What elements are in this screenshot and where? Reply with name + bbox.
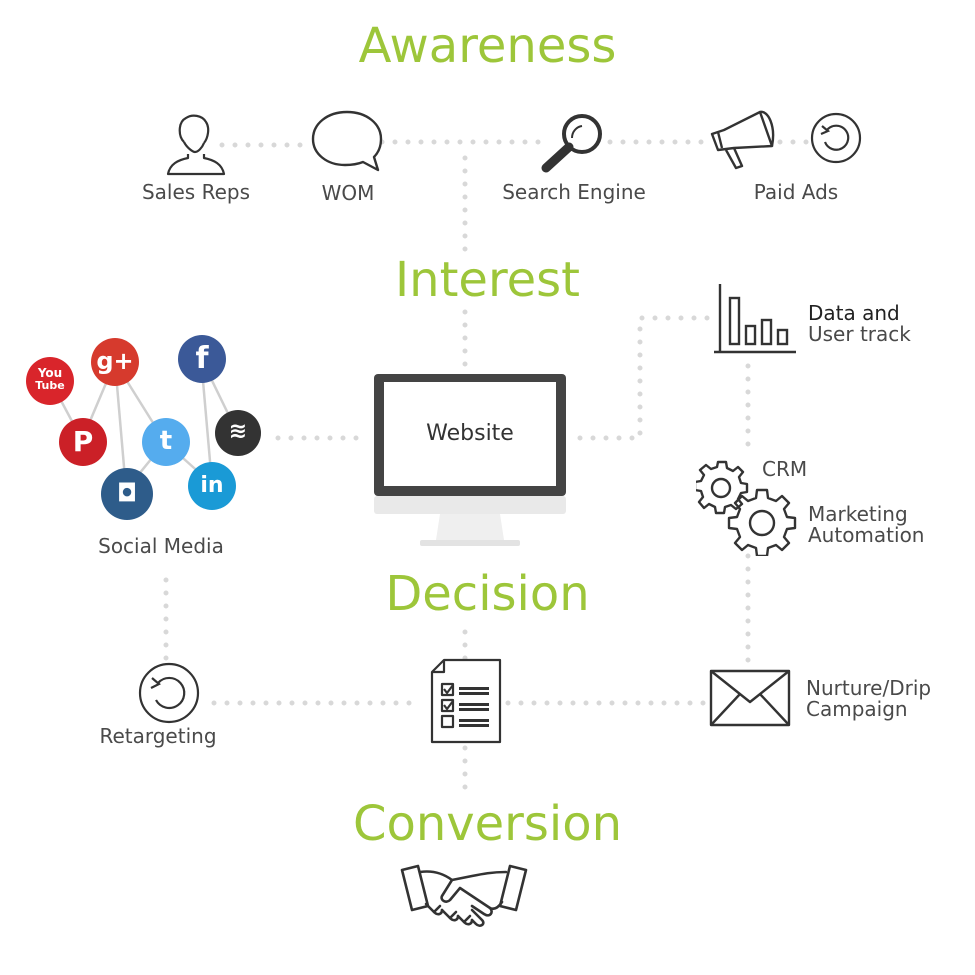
monitor-icon	[374, 374, 566, 546]
youtube-icon: You Tube	[26, 357, 74, 405]
envelope-icon	[709, 669, 791, 727]
label-paid-ads: Paid Ads	[753, 180, 839, 204]
label-wom: WOM	[321, 181, 375, 205]
instagram-icon: ◘	[101, 468, 153, 520]
dots-website-to-data	[577, 315, 711, 441]
megaphone-icon	[710, 110, 775, 170]
label-retargeting: Retargeting	[99, 724, 217, 748]
label-data-line2: User track	[808, 322, 911, 346]
label-nurture-line1: Nurture/Drip	[806, 676, 932, 700]
googleplus-icon: g+	[91, 338, 139, 386]
label-website: Website	[426, 421, 514, 446]
label-search-engine: Search Engine	[502, 180, 646, 204]
label-nurture-line2: Campaign	[806, 697, 908, 721]
dots-awareness-row	[219, 139, 811, 148]
person-icon	[166, 114, 226, 176]
speech-bubble-icon	[311, 110, 383, 172]
label-crm: CRM	[762, 457, 808, 481]
stage-title-awareness: Awareness	[358, 18, 617, 74]
handshake-icon	[400, 864, 528, 927]
gears-icon	[696, 460, 797, 556]
pinterest-icon: P	[59, 418, 107, 466]
refresh-circle-icon	[810, 112, 862, 164]
label-marketing-line1: Marketing	[808, 502, 908, 526]
stage-title-interest: Interest	[395, 252, 580, 308]
label-sales-reps: Sales Reps	[141, 180, 250, 204]
twitter-icon: t	[142, 418, 190, 466]
buffer-icon: ≋	[215, 410, 261, 456]
label-data-line1: Data and	[808, 301, 900, 325]
checklist-document-icon	[430, 658, 502, 744]
stage-title-conversion: Conversion	[352, 796, 623, 852]
magnifier-icon	[541, 114, 602, 173]
stage-title-decision: Decision	[385, 566, 590, 622]
linkedin-icon: in	[188, 462, 236, 510]
label-social-media: Social Media	[98, 534, 224, 558]
label-marketing-line2: Automation	[808, 523, 925, 547]
facebook-icon: f	[178, 335, 226, 383]
retargeting-circle-icon	[138, 662, 200, 724]
bar-chart-icon	[714, 284, 796, 354]
